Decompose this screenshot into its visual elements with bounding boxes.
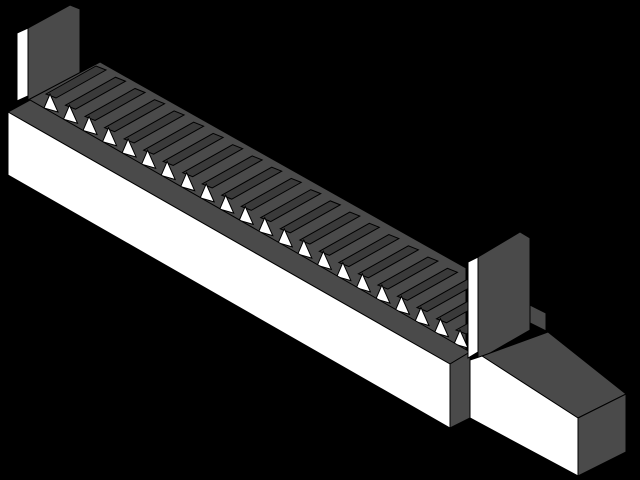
main-body-end — [449, 351, 471, 429]
tooth-ridge — [201, 155, 264, 189]
tooth-ridge — [103, 99, 166, 133]
tooth-ridge — [122, 110, 186, 144]
tooth-face — [219, 193, 235, 214]
tooth-face — [336, 261, 352, 282]
tooth-face — [62, 103, 79, 125]
tooth-ridge — [376, 256, 440, 290]
tooth-face — [238, 205, 255, 226]
tooth-face — [355, 272, 372, 293]
tooth-ridge — [64, 76, 127, 110]
tooth-ridge — [396, 267, 459, 301]
tooth-ridge — [181, 144, 244, 178]
tooth-ridge — [279, 200, 342, 234]
tooth-face — [453, 328, 469, 349]
tooth-face — [414, 306, 430, 327]
tooth-ridge — [298, 211, 361, 245]
right-post-side — [467, 256, 479, 359]
tooth-face — [316, 250, 333, 271]
tooth-face — [140, 148, 157, 169]
tooth-face — [199, 182, 216, 203]
tooth-face — [160, 160, 177, 181]
tooth-ridge — [142, 121, 205, 155]
tooth-face — [375, 283, 391, 304]
left-post-side — [16, 27, 29, 102]
tooth-ridge — [318, 222, 381, 256]
tooth-ridge — [259, 189, 322, 223]
tooth-face — [101, 126, 118, 147]
tooth-face — [433, 317, 450, 338]
tooth-face — [394, 295, 411, 316]
tooth-face — [179, 171, 196, 192]
tooth-ridge — [240, 177, 303, 211]
tooth-ridge — [83, 87, 147, 122]
tooth-face — [258, 216, 274, 237]
tooth-ridge — [161, 132, 225, 166]
right-post-front — [477, 231, 531, 361]
right-tab — [529, 304, 547, 332]
tooth-face — [277, 227, 294, 248]
foot-block-side — [577, 393, 627, 477]
tooth-face — [121, 137, 137, 158]
tooth-ridge — [337, 234, 401, 268]
tooth-face — [43, 92, 59, 113]
tooth-ridge — [44, 65, 108, 99]
tooth-ridge — [220, 166, 283, 200]
tooth-ridge — [357, 245, 420, 279]
tooth-face — [297, 238, 313, 259]
tooth-face — [82, 115, 98, 136]
